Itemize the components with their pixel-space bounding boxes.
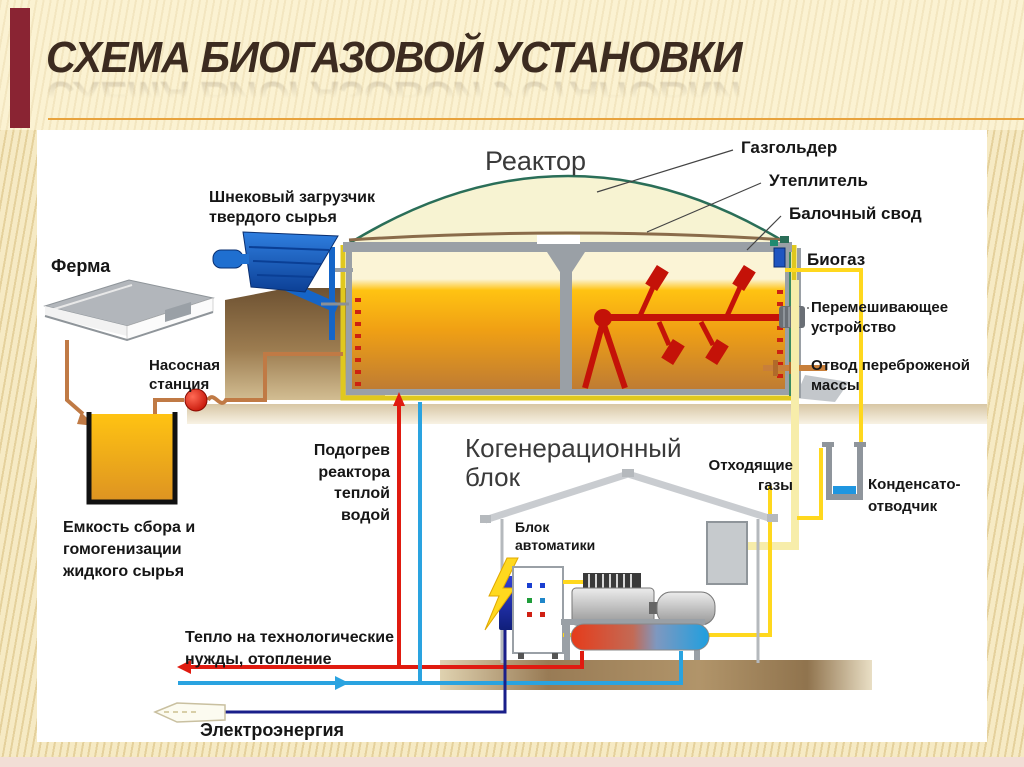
- biogas-plant-diagram: Реактор Газгольдер Утеплитель Балочный с…: [43, 138, 987, 740]
- mixer-assembly: [582, 264, 781, 389]
- automation-label-2: автоматики: [515, 537, 595, 553]
- reactor-column: [560, 272, 572, 392]
- farm-pipe: [65, 340, 85, 416]
- hot-water-pipe: [190, 406, 584, 669]
- bottom-pink-strip: [0, 757, 1024, 767]
- exhaust-label-2: газы: [758, 477, 793, 494]
- automation-cabinet: [512, 566, 564, 659]
- engine-generator: [571, 573, 716, 626]
- heating-label-1: Подогрев: [314, 442, 390, 459]
- wall-heating-elements: [355, 290, 783, 386]
- collection-tank-label-1: Емкость сбора и: [63, 519, 195, 536]
- condensate-label-1: Конденсато-: [868, 476, 960, 493]
- cogen-house: [480, 469, 778, 663]
- reactor-label: Реактор: [485, 146, 586, 176]
- condensate-label-2: отводчик: [868, 498, 938, 515]
- cogen-title-1: Когенерационный: [465, 433, 682, 463]
- pump-label-2: станция: [149, 376, 209, 393]
- heat-output-label-2: нужды, отопление: [185, 651, 332, 668]
- heating-label-2: реактора: [318, 464, 390, 481]
- heating-label-3: теплой: [334, 485, 390, 502]
- title-underline: [48, 118, 1024, 120]
- discharge-chute: [795, 375, 849, 402]
- exhaust-pipe: [689, 486, 772, 637]
- hot-water-arrow-up: [393, 392, 405, 406]
- automation-label-1: Блок: [515, 519, 550, 535]
- biogas-label: Биогаз: [807, 250, 865, 269]
- discharge-label-2: массы: [811, 377, 860, 394]
- title-band: [0, 0, 1024, 130]
- title-area: СХЕМА БИОГАЗОВОЙ УСТАНОВКИ СХЕМА БИОГАЗО…: [46, 33, 786, 122]
- collection-tank-walls: [86, 412, 178, 505]
- dome-edge-fitting: [780, 236, 789, 243]
- gasholder-label: Газгольдер: [741, 138, 837, 157]
- screw-feeder-label-2: твердого сырья: [209, 209, 337, 226]
- reactor-top-plate: [343, 242, 792, 252]
- plug-shape: [153, 702, 226, 723]
- accent-corner-block: [10, 8, 30, 128]
- mixer-label-1: Перемешивающее: [811, 299, 948, 316]
- trap-return-pipe: [797, 448, 823, 520]
- electricity-label: Электроэнергия: [200, 720, 344, 740]
- screw-feeder: [212, 231, 349, 340]
- heat-output-label-1: Тепло на технологические: [185, 629, 394, 646]
- electricity-line: [225, 630, 507, 714]
- page-title: СХЕМА БИОГАЗОВОЙ УСТАНОВКИ: [46, 33, 743, 82]
- radiator-panel: [706, 521, 748, 585]
- diagram-panel: Реактор Газгольдер Утеплитель Балочный с…: [37, 130, 987, 742]
- hot-water-arrow-left: [177, 660, 191, 674]
- heating-label-4: водой: [341, 507, 390, 524]
- pump: [184, 388, 208, 412]
- mixer-label-2: устройство: [811, 319, 896, 336]
- pump-label-1: Насосная: [149, 357, 220, 374]
- collection-tank-label-3: жидкого сырья: [62, 563, 184, 580]
- beam-vault-label: Балочный свод: [789, 204, 922, 223]
- exhaust-label-1: Отходящие: [709, 457, 793, 474]
- heat-exchanger: [570, 623, 710, 651]
- collection-tank-label-2: гомогенизации: [63, 541, 182, 558]
- page-title-reflection: СХЕМА БИОГАЗОВОЙ УСТАНОВКИ: [46, 72, 742, 121]
- dome-beam: [348, 231, 788, 242]
- insulation-label: Утеплитель: [769, 171, 868, 190]
- lightning-bolt-icon: [484, 557, 519, 631]
- farm-building: [43, 279, 215, 342]
- condensate-trap: [822, 442, 866, 500]
- leader-lines: [596, 149, 809, 309]
- collection-tank-liquid: [89, 414, 175, 502]
- reactor-top-notch: [537, 235, 580, 244]
- cogen-title-2: блок: [465, 462, 521, 492]
- cold-water-arrow-right: [335, 676, 349, 690]
- feed-pipe: [153, 352, 343, 414]
- ground-band: [187, 404, 987, 424]
- farm-label: Ферма: [51, 256, 111, 276]
- reactor-column-cap: [547, 252, 585, 272]
- screw-feeder-label-1: Шнековый загрузчик: [209, 189, 376, 206]
- biogas-valve: [770, 240, 786, 268]
- reactor-dome: [340, 174, 796, 248]
- biogas-pipe-to-trap: [785, 268, 863, 444]
- discharge-label-1: Отвод переброженой: [811, 357, 970, 374]
